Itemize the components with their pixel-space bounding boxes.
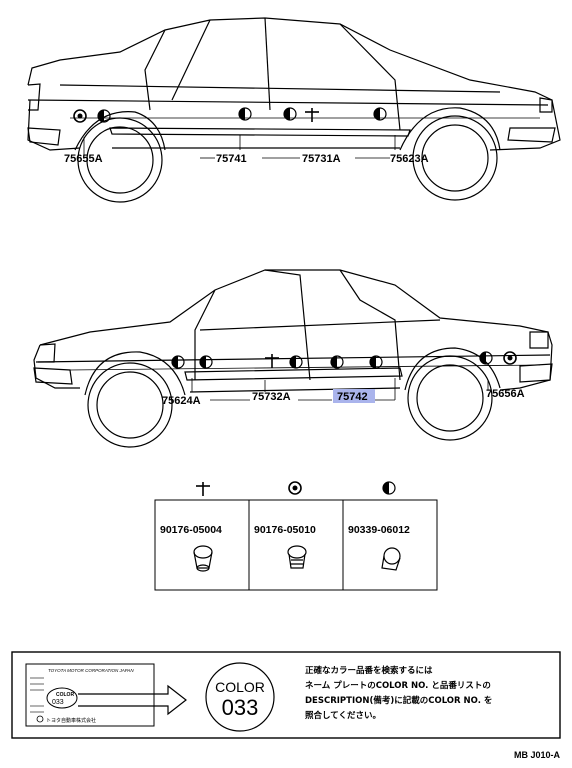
note-line: 照合してください。 xyxy=(305,711,381,721)
note-line: 正確なカラー品番を検索するには xyxy=(305,666,433,676)
color-code: 033 xyxy=(222,695,259,720)
lower-car-illustration xyxy=(33,269,553,448)
upper-car-illustration xyxy=(27,17,561,203)
clip-drawing-90176-05010 xyxy=(287,545,307,569)
clip-drawing-90176-05004 xyxy=(193,545,213,572)
round-clip-icon xyxy=(73,109,87,123)
note-line: ネーム プレートのCOLOR NO. と品番リストの xyxy=(305,681,491,691)
half-circle-clip-icon xyxy=(171,355,185,369)
plate-color-code: 033 xyxy=(52,699,64,706)
callout-75655A: 75655A xyxy=(64,153,103,165)
lower-car-clip-markers xyxy=(171,351,517,369)
half-circle-clip-icon xyxy=(373,107,387,121)
color-note-box xyxy=(11,651,561,739)
cross-clip-icon xyxy=(196,482,210,496)
callout-75624A: 75624A xyxy=(162,395,201,407)
color-label: COLOR xyxy=(215,679,265,695)
callout-75732A: 75732A xyxy=(252,391,291,403)
half-circle-clip-icon xyxy=(382,481,396,495)
callout-75741: 75741 xyxy=(216,153,247,165)
clip-drawing-90339-06012 xyxy=(381,547,401,571)
clip-symbols-row xyxy=(196,481,396,496)
plate-color-label: COLOR xyxy=(56,692,74,698)
color-instruction-note: 正確なカラー品番を検索するには ネーム プレートのCOLOR NO. と品番リス… xyxy=(305,664,555,724)
half-circle-clip-icon xyxy=(199,355,213,369)
plate-maker: トヨタ自動車株式会社 xyxy=(46,717,96,724)
clip-table xyxy=(154,499,438,591)
callout-75656A: 75656A xyxy=(486,388,525,400)
part-number-90176-05004: 90176-05004 xyxy=(160,524,222,536)
name-plate-illustration: TOYOTA MOTOR CORPORATION JAPAN COLOR 033… xyxy=(25,663,155,727)
arrow-right-icon xyxy=(78,684,187,716)
part-number-90176-05010: 90176-05010 xyxy=(254,524,316,536)
round-clip-icon xyxy=(503,351,517,365)
upper-car-clip-markers xyxy=(73,107,387,123)
half-circle-clip-icon xyxy=(289,355,303,369)
cross-clip-icon xyxy=(265,354,279,368)
note-line: DESCRIPTION(備考)に記載のCOLOR NO. を xyxy=(305,696,493,706)
callout-75623A: 75623A xyxy=(390,153,429,165)
callout-75742[interactable]: 75742 xyxy=(337,391,368,403)
half-circle-clip-icon xyxy=(238,107,252,121)
half-circle-clip-icon xyxy=(283,107,297,121)
upper-callout-leaders xyxy=(83,135,396,159)
half-circle-clip-icon xyxy=(97,109,111,123)
half-circle-clip-icon xyxy=(369,355,383,369)
plate-title: TOYOTA MOTOR CORPORATION JAPAN xyxy=(48,668,134,673)
callout-75731A: 75731A xyxy=(302,153,341,165)
part-number-90339-06012: 90339-06012 xyxy=(348,524,410,536)
cross-clip-icon xyxy=(305,108,319,122)
round-clip-icon xyxy=(288,481,302,495)
callout-highlight xyxy=(333,389,375,403)
half-circle-clip-icon xyxy=(330,355,344,369)
color-code-circle xyxy=(205,662,275,732)
half-circle-clip-icon xyxy=(479,351,493,365)
lower-callout-leaders xyxy=(191,378,489,401)
document-code: MB J010-A xyxy=(513,750,560,760)
